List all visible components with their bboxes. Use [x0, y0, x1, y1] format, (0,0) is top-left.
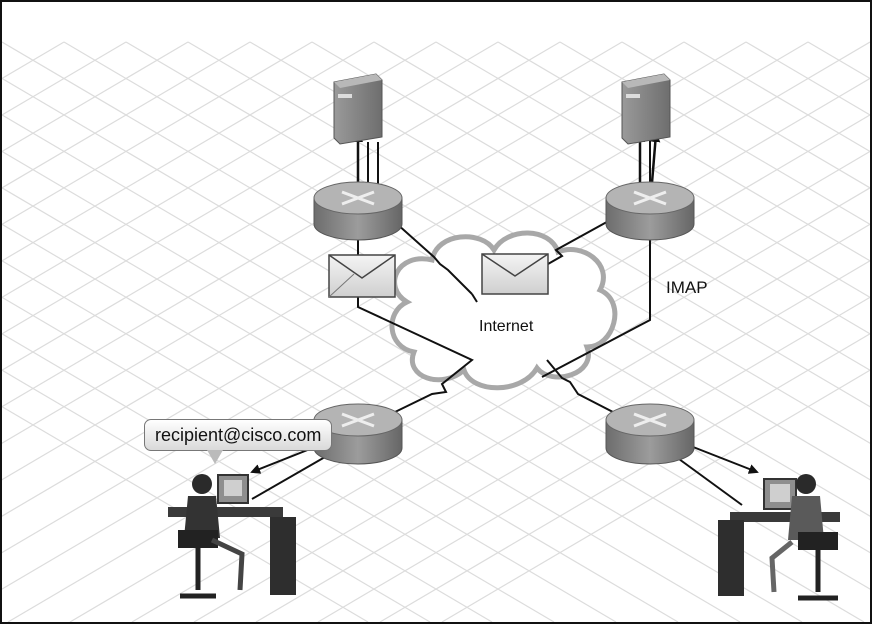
router-icon: [605, 181, 695, 241]
imap-label: IMAP: [666, 278, 708, 297]
email-envelope-icon: [481, 253, 549, 295]
person-at-workstation-icon: [168, 474, 296, 599]
person-at-workstation-icon: [718, 474, 840, 601]
server-icon: [621, 73, 671, 145]
recipient-address-bubble: recipient@cisco.com: [144, 419, 333, 451]
router-icon: [313, 403, 403, 465]
address-bubble-tail: [207, 450, 223, 464]
email-envelope-icon: [328, 254, 396, 298]
server-icon: [333, 73, 383, 145]
router-icon: [313, 181, 403, 241]
internet-label: Internet: [479, 318, 534, 335]
router-icon: [605, 403, 695, 465]
